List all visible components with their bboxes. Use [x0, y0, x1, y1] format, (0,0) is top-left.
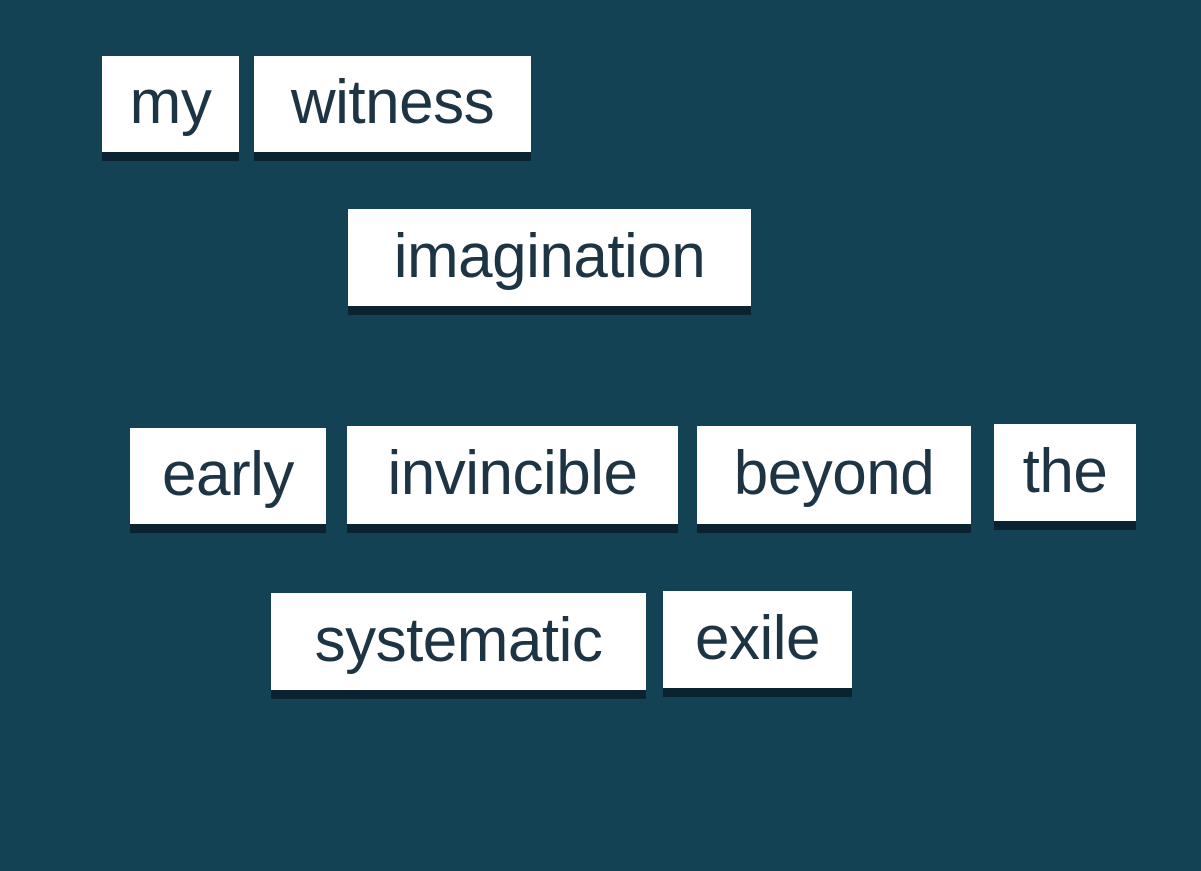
word-label: systematic	[314, 605, 603, 675]
word-label: witness	[290, 68, 495, 137]
word-tile-systematic[interactable]: systematic	[271, 593, 646, 690]
word-tile-witness[interactable]: witness	[254, 56, 531, 152]
word-label: exile	[694, 603, 821, 673]
word-tile-invincible[interactable]: invincible	[347, 426, 678, 524]
word-tile-my[interactable]: my	[102, 56, 239, 152]
word-tile-beyond[interactable]: beyond	[697, 426, 971, 524]
word-label: invincible	[387, 439, 638, 508]
word-tile-early[interactable]: early	[130, 428, 326, 524]
word-label: imagination	[393, 221, 706, 291]
word-label: beyond	[733, 439, 935, 508]
word-label: my	[129, 68, 212, 137]
word-label: early	[162, 440, 294, 509]
word-tile-exile[interactable]: exile	[663, 591, 852, 688]
word-label: the	[1022, 436, 1108, 506]
word-tile-the[interactable]: the	[994, 424, 1136, 521]
word-tile-imagination[interactable]: imagination	[348, 209, 751, 306]
